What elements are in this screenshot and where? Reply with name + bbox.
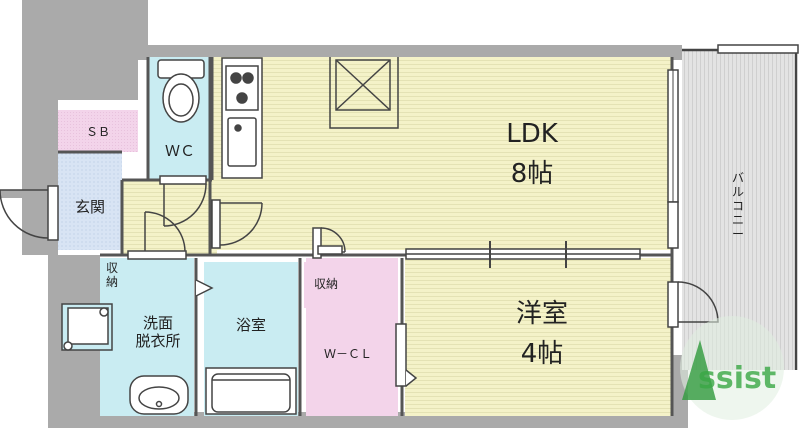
western-size: 4帖 — [521, 339, 564, 369]
western-name: 洋室 — [516, 299, 568, 329]
wc-label: ＷＣ — [165, 142, 195, 160]
ldk-floor — [210, 57, 672, 250]
doors — [0, 175, 719, 387]
bathtub — [205, 367, 297, 415]
fridge-space — [329, 57, 399, 129]
svg-text:ssist: ssist — [698, 361, 776, 396]
entrance-label: 玄関 — [75, 198, 105, 216]
ldk-side-panel — [667, 201, 679, 249]
ldk-size: 8帖 — [511, 159, 554, 189]
washing-machine-pan — [61, 303, 113, 351]
assist-logo: ssist — [680, 316, 784, 420]
ldk-name: LDK — [506, 119, 559, 149]
hall-floor — [122, 180, 217, 255]
balcony-label: バルコニー — [732, 171, 744, 241]
washroom-label: 洗面脱衣所 — [135, 314, 180, 350]
shoe-box-label: ＳＢ — [86, 125, 110, 139]
storage-mid-label: 収納 — [314, 277, 338, 291]
storage-left-label: 収納 — [106, 261, 118, 289]
toilet-fixture — [157, 59, 205, 123]
bathroom-label: 浴室 — [236, 316, 266, 334]
closet-floor — [306, 258, 398, 416]
closet-label: Ｗ－ＣＬ — [324, 347, 372, 361]
wash-basin — [129, 375, 189, 415]
western-window — [667, 281, 679, 328]
kitchen-counter — [221, 57, 263, 179]
western-floor — [405, 258, 672, 416]
entrance-floor — [58, 152, 122, 250]
shoe-box — [58, 110, 138, 152]
